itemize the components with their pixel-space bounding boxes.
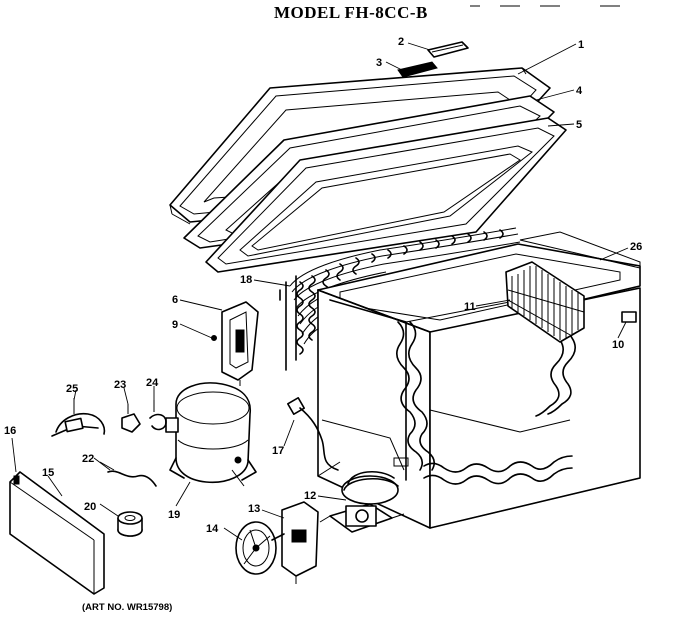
relay-clip: [149, 400, 167, 431]
callout-5: 5: [576, 119, 582, 131]
cabinet-liner: [519, 231, 641, 269]
callout-2: 2: [398, 36, 404, 48]
fan-motor: [319, 471, 405, 533]
callout-25: 25: [66, 383, 78, 395]
art-number: (ART NO. WR15798): [82, 602, 172, 613]
lid-gasket: [205, 117, 567, 273]
callout-24: 24: [146, 377, 159, 389]
coil-turns: [296, 229, 504, 355]
callout-11: 11: [464, 301, 476, 313]
callout-4: 4: [576, 85, 583, 97]
callout-10: 10: [612, 339, 624, 351]
leveling-foot: [117, 511, 143, 537]
callout-12: 12: [304, 490, 316, 502]
callout-15: 15: [42, 467, 54, 479]
callout-14: 14: [206, 523, 219, 535]
callout-23: 23: [114, 379, 126, 391]
leader-lines: [11, 42, 629, 541]
lid-handle: [427, 41, 469, 58]
callout-26: 26: [630, 241, 642, 253]
callouts: 1 2 3 4 5 6 9 10 11 12 13 14 15 16 17 18…: [4, 36, 642, 535]
thermostat-bracket: [221, 301, 259, 386]
compressor: [165, 382, 257, 487]
basket-wires: [507, 266, 585, 340]
callout-22: 22: [82, 453, 94, 465]
lead-wire: [99, 461, 157, 487]
fan-blade: [235, 521, 285, 575]
callout-16: 16: [4, 425, 16, 437]
callout-6: 6: [172, 294, 178, 306]
overload-protector: [121, 404, 141, 433]
power-cord: [287, 397, 339, 471]
callout-3: 3: [376, 57, 382, 69]
lid-hinge: [397, 61, 438, 78]
callout-17: 17: [272, 445, 284, 457]
callout-13: 13: [248, 503, 260, 515]
control-label: [621, 311, 637, 323]
callout-18: 18: [240, 274, 252, 286]
callout-9: 9: [172, 319, 178, 331]
wire-basket: [505, 261, 585, 343]
callout-20: 20: [84, 501, 96, 513]
access-panel: [9, 471, 105, 595]
bracket-screw: [211, 335, 217, 341]
model-title: MODEL FH-8CC-B: [274, 3, 428, 22]
wiring-harness: [51, 398, 106, 437]
motor-bracket: [281, 501, 319, 584]
callout-1: 1: [578, 39, 584, 51]
callout-19: 19: [168, 509, 180, 521]
cabinet-body: [317, 243, 641, 529]
